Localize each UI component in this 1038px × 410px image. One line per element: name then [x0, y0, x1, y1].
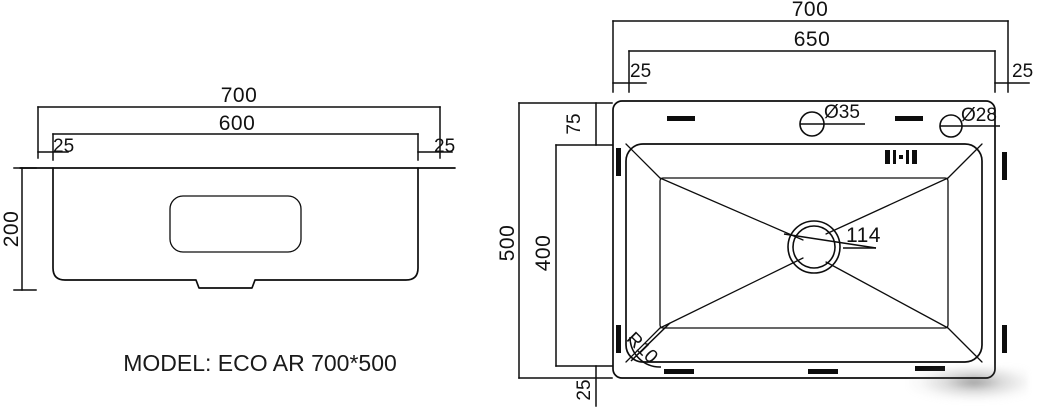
top-dim-label-25-bottom: 25 — [574, 379, 595, 400]
top-dim-label-400: 400 — [532, 235, 555, 272]
front-basin-rect — [169, 195, 302, 253]
mount-mark-left-top — [616, 148, 621, 176]
top-dim-650 — [628, 50, 996, 93]
front-dim-label-25-left: 25 — [53, 136, 74, 157]
mount-mark-bottom-center — [808, 369, 838, 374]
corner-radius-marker — [629, 322, 671, 368]
top-dim-label-500: 500 — [496, 225, 519, 262]
top-bowl-slope-lines — [625, 143, 983, 363]
front-dim-700 — [37, 106, 441, 159]
top-dim-400 — [555, 144, 613, 367]
top-bowl-base — [659, 177, 949, 329]
mount-mark-top-right — [895, 116, 923, 121]
top-dim-75 — [518, 102, 613, 146]
front-dim-label-25-right: 25 — [434, 136, 455, 157]
faucet-hole-label: Ø35 — [824, 102, 860, 123]
faucet-hole-35 — [799, 111, 865, 137]
top-dim-700 — [612, 20, 1009, 93]
mount-mark-bottom-left — [664, 369, 694, 374]
top-dim-label-75: 75 — [564, 113, 585, 134]
drain-size-label: 114 — [846, 224, 881, 247]
model-caption: MODEL: ECO AR 700*500 — [123, 350, 397, 376]
front-elevation-view: 700 600 25 25 200 MODEL: ECO AR 700*500 — [0, 84, 456, 376]
mount-mark-bottom-right — [915, 366, 945, 371]
overflow-detail-mark — [885, 150, 917, 164]
top-dim-label-650: 650 — [794, 28, 831, 51]
top-bowl-rim — [625, 143, 983, 363]
top-dim-label-25-right: 25 — [1012, 61, 1033, 82]
front-dim-label-600: 600 — [219, 112, 256, 135]
plan-top-view: 114 Ø35 Ø28 R10 — [496, 0, 1033, 407]
front-dim-label-200: 200 — [0, 211, 23, 248]
drain-leader — [783, 233, 877, 249]
top-bowl-diagonals — [659, 177, 949, 329]
accessory-hole-28 — [939, 114, 1000, 138]
mount-mark-right-top — [1002, 152, 1007, 180]
front-sink-body-outline — [52, 167, 419, 289]
mount-mark-top-left — [667, 116, 695, 121]
top-dim-label-700: 700 — [792, 0, 829, 21]
front-dim-600 — [52, 133, 419, 161]
drain-hole — [787, 220, 841, 274]
accessory-hole-label: Ø28 — [961, 105, 997, 126]
top-dim-label-25-left: 25 — [630, 61, 651, 82]
mount-mark-left-bottom — [616, 325, 621, 353]
mount-mark-right-bottom — [1002, 325, 1007, 353]
top-outer-plate — [612, 100, 996, 379]
front-dim-label-700: 700 — [221, 84, 258, 107]
